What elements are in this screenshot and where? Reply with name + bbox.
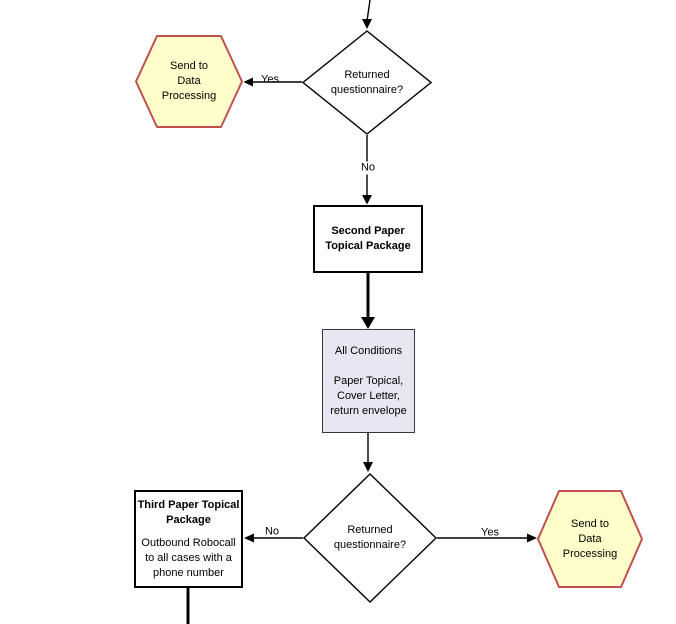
edge-label-yes-top: Yes (261, 73, 279, 86)
rect-third-body: Outbound Robocall to all cases with a ph… (141, 536, 236, 579)
edge-label-no-bottom: No (264, 525, 280, 538)
edge-yes-top (243, 77, 302, 87)
hexagon-bottom-label: Send to Data Processing (562, 517, 618, 560)
edge-no-bottom (244, 533, 303, 543)
edge-label-no-top: No (358, 161, 378, 175)
hexagon-send-to-data-processing-top: Send to Data Processing (135, 35, 243, 128)
diamond-shape (303, 473, 437, 603)
rect-third-content: Third Paper Topical Package Outbound Rob… (138, 498, 240, 581)
process-second-paper-topical-package: Second Paper Topical Package (313, 205, 423, 273)
diamond-bottom-label: Returned questionnaire? (333, 524, 407, 551)
edge-yes-bottom (437, 533, 537, 543)
edge-label-yes-bottom: Yes (481, 526, 499, 539)
conditions-label: All Conditions Paper Topical, Cover Lett… (330, 344, 407, 417)
process-third-paper-topical-package: Third Paper Topical Package Outbound Rob… (134, 490, 243, 588)
hexagon-shape (135, 35, 243, 128)
edge-conditions-to-diamond (363, 433, 373, 472)
hexagon-shape (537, 490, 643, 588)
diamond-returned-questionnaire-top: Returned questionnaire? (302, 30, 432, 135)
edge-second-to-conditions (361, 273, 375, 329)
diamond-top-label: Returned questionnaire? (330, 68, 404, 96)
diamond-shape (302, 30, 432, 135)
process-all-conditions: All Conditions Paper Topical, Cover Lett… (322, 329, 415, 433)
rect-third-title: Third Paper Topical Package (137, 498, 240, 526)
hexagon-send-to-data-processing-bottom: Send to Data Processing (537, 490, 643, 588)
edge-top-entry (362, 0, 372, 29)
hexagon-top-label: Send to Data Processing (161, 60, 217, 102)
diamond-returned-questionnaire-bottom: Returned questionnaire? (303, 473, 437, 603)
rect-second-label: Second Paper Topical Package (325, 225, 411, 252)
